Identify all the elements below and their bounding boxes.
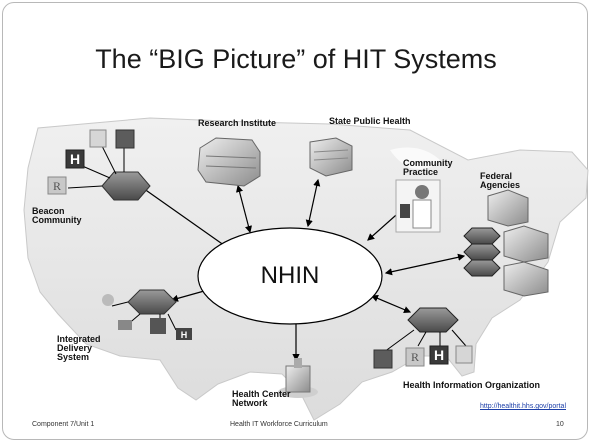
hio-cluster: R H [373, 307, 473, 369]
hio-prescription-icon-letter: R [411, 350, 419, 364]
label-health-information-organization: Health Information Organization [403, 380, 541, 390]
state-public-health-building [309, 137, 353, 177]
hospital-icon [65, 149, 85, 169]
label-community-practice: Community Practice [403, 158, 453, 177]
footer-page-number: 10 [556, 421, 564, 428]
federal-agencies-cluster [463, 189, 549, 297]
label-state-public-health: State Public Health [329, 116, 411, 126]
hio-doctor-icon [373, 349, 393, 369]
ids-hospital-icon-letter: H [181, 330, 188, 340]
hio-prescription-icon [405, 347, 425, 367]
footer-left: Component 7/Unit 1 [32, 421, 95, 428]
footer-center: Health IT Workforce Curriculum [230, 421, 328, 428]
great-lakes [390, 147, 440, 169]
ids-doctor-icon [150, 318, 166, 334]
ids-person-icon [102, 294, 114, 306]
research-institute-building [197, 137, 261, 187]
arrow-federal-nhin [384, 253, 466, 276]
nhin-hub [197, 227, 383, 325]
hio-hospital-icon [429, 345, 449, 365]
source-link[interactable]: http://healthit.hhs.gov/portal [480, 403, 566, 410]
doctor-icon [115, 129, 135, 149]
label-research-institute: Research Institute [198, 118, 277, 128]
arrow-hio-nhin [370, 295, 412, 313]
slide-title: The “BIG Picture” of HIT Systems [95, 44, 497, 74]
nhin-label: NHIN [260, 262, 320, 289]
arrow-beacon-nhin [139, 185, 229, 249]
hospital-icon-letter: H [70, 151, 80, 167]
beacon-community-cluster: H R [47, 129, 151, 201]
prescription-icon-letter: R [53, 179, 61, 193]
beacon-hexagon [101, 171, 151, 201]
arrow-research-nhin [236, 184, 252, 234]
hio-hexagon [407, 307, 459, 333]
integrated-delivery-system-cluster: H [102, 289, 192, 340]
hio-hospital-icon-letter: H [434, 347, 444, 363]
nurse-icon [89, 129, 107, 148]
ids-computer-icon [118, 320, 132, 330]
label-federal-agencies: Federal Agencies [480, 171, 521, 190]
label-health-center-network: Health Center Network [232, 389, 291, 408]
prescription-icon [47, 176, 67, 195]
health-center-network-building [278, 358, 318, 398]
label-integrated-delivery-system: Integrated Delivery System [57, 334, 101, 362]
community-practice-doctor [395, 179, 441, 233]
ids-hospital-icon [176, 328, 192, 340]
hio-nurse-icon [455, 345, 473, 364]
label-beacon-community: Beacon Community [32, 206, 82, 225]
arrow-statehealth-nhin [305, 178, 321, 228]
